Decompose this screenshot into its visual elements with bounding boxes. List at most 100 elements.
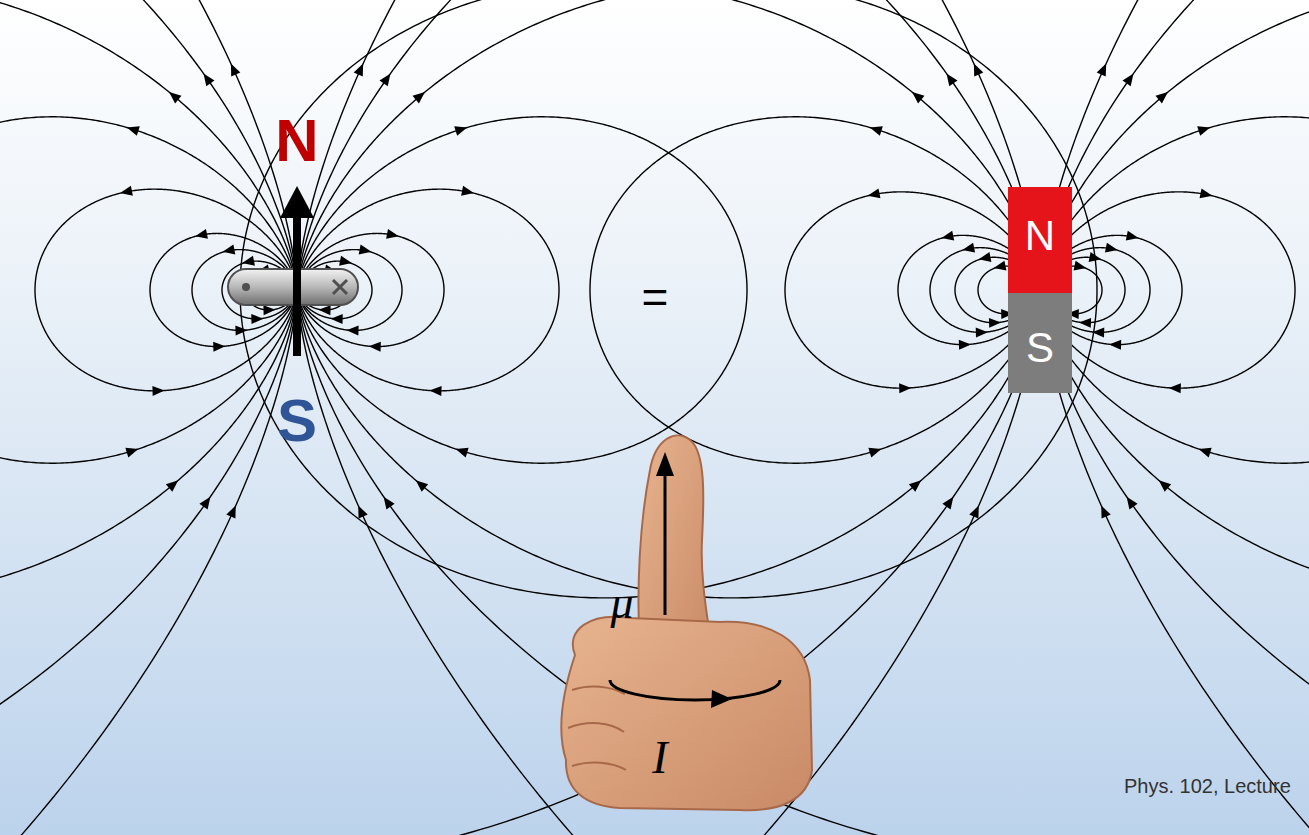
field-line bbox=[1044, 192, 1295, 388]
pole-letter: N bbox=[1025, 215, 1055, 293]
field-arrowhead bbox=[454, 123, 468, 136]
pole-letter: S bbox=[277, 391, 317, 451]
moment-symbol: μ bbox=[610, 580, 633, 626]
field-line bbox=[298, 0, 1309, 835]
field-arrowhead bbox=[413, 476, 429, 491]
field-arrowhead bbox=[226, 61, 240, 76]
current-symbol: I bbox=[652, 735, 667, 781]
field-arrowhead bbox=[346, 325, 358, 335]
field-arrowhead bbox=[413, 88, 429, 103]
current-in-cross bbox=[333, 280, 347, 294]
field-arrowhead bbox=[909, 476, 925, 491]
field-arrowhead bbox=[1197, 444, 1211, 457]
fist bbox=[561, 617, 812, 810]
field-arrowhead bbox=[1097, 61, 1111, 76]
field-arrowhead bbox=[241, 256, 255, 268]
field-line bbox=[300, 117, 747, 463]
field-arrowhead bbox=[429, 386, 441, 396]
field-arrowhead bbox=[199, 71, 214, 87]
field-arrowhead bbox=[1097, 503, 1111, 518]
moment-arrow bbox=[280, 186, 314, 356]
field-arrowhead bbox=[969, 61, 983, 76]
field-arrowhead bbox=[867, 188, 881, 200]
field-arrowhead bbox=[235, 325, 247, 335]
field-arrowhead bbox=[386, 229, 400, 241]
field-arrowhead bbox=[899, 383, 911, 393]
field-arrowhead bbox=[226, 503, 240, 518]
field-arrowhead bbox=[1109, 339, 1121, 349]
field-arrowhead bbox=[1126, 231, 1140, 243]
field-line bbox=[0, 0, 1038, 835]
field-arrowhead bbox=[1123, 71, 1138, 87]
footer-note: Phys. 102, Lecture bbox=[1124, 776, 1291, 796]
field-arrowhead bbox=[222, 245, 236, 257]
field-arrowhead bbox=[125, 444, 139, 457]
field-arrowhead bbox=[1197, 123, 1211, 136]
field-line bbox=[299, 0, 1309, 835]
magnet-south: S bbox=[1008, 293, 1072, 393]
field-arrowhead bbox=[380, 494, 395, 510]
field-line bbox=[0, 0, 295, 835]
thumb bbox=[638, 435, 712, 650]
field-arrowhead bbox=[166, 88, 182, 103]
loop-arrow-front bbox=[610, 680, 780, 700]
equals-sign: = bbox=[642, 274, 669, 320]
field-arrowhead bbox=[380, 71, 395, 87]
field-arrowhead bbox=[318, 305, 330, 315]
field-line bbox=[0, 0, 1039, 835]
field-arrowhead bbox=[1156, 476, 1172, 491]
field-arrowhead bbox=[213, 341, 225, 351]
field-arrowhead bbox=[1092, 327, 1104, 337]
pole-letter: S bbox=[1026, 327, 1054, 393]
field-arrowhead bbox=[909, 88, 925, 103]
field-arrowhead bbox=[1200, 188, 1214, 200]
field-arrowhead bbox=[940, 231, 954, 243]
field-arrowhead bbox=[868, 444, 882, 457]
field-arrowhead bbox=[989, 318, 1001, 328]
field-arrowhead bbox=[199, 494, 214, 510]
pole-letter: N bbox=[275, 111, 318, 171]
field-arrowhead bbox=[959, 339, 971, 349]
right-hand bbox=[561, 435, 812, 810]
field-arrowhead bbox=[976, 327, 988, 337]
field-line bbox=[1042, 0, 1309, 835]
field-arrowhead bbox=[369, 341, 381, 351]
field-arrowhead bbox=[152, 386, 164, 396]
field-arrowhead bbox=[1156, 88, 1172, 103]
field-arrowhead bbox=[1079, 318, 1091, 328]
field-arrowhead bbox=[1123, 494, 1138, 510]
field-line bbox=[1041, 0, 1309, 835]
field-line bbox=[785, 192, 1036, 388]
field-arrowhead bbox=[868, 123, 882, 136]
field-line bbox=[240, 0, 1038, 598]
field-arrowhead bbox=[454, 444, 468, 457]
magnet-north: N bbox=[1008, 187, 1072, 293]
field-arrowhead bbox=[251, 314, 263, 324]
field-arrowhead bbox=[969, 503, 983, 518]
field-arrowhead bbox=[942, 494, 957, 510]
field-line bbox=[0, 0, 296, 835]
field-arrowhead bbox=[961, 243, 975, 255]
loop-arrowhead bbox=[711, 690, 732, 708]
field-line bbox=[1042, 0, 1309, 598]
field-arrowhead bbox=[942, 71, 957, 87]
field-arrowhead bbox=[194, 229, 208, 241]
field-arrowhead bbox=[1169, 383, 1181, 393]
field-arrowhead bbox=[263, 305, 275, 315]
field-arrowhead bbox=[993, 261, 1007, 273]
field-arrowhead bbox=[359, 245, 373, 257]
field-arrowhead bbox=[125, 123, 139, 136]
field-arrowhead bbox=[1105, 243, 1119, 255]
mu-arrow bbox=[664, 472, 667, 615]
field-line bbox=[1043, 117, 1309, 463]
current-out-dot bbox=[242, 283, 250, 291]
mu-arrowhead bbox=[656, 452, 674, 476]
field-arrowhead bbox=[339, 256, 353, 268]
field-arrowhead bbox=[1074, 261, 1088, 273]
field-arrowhead bbox=[978, 252, 992, 264]
